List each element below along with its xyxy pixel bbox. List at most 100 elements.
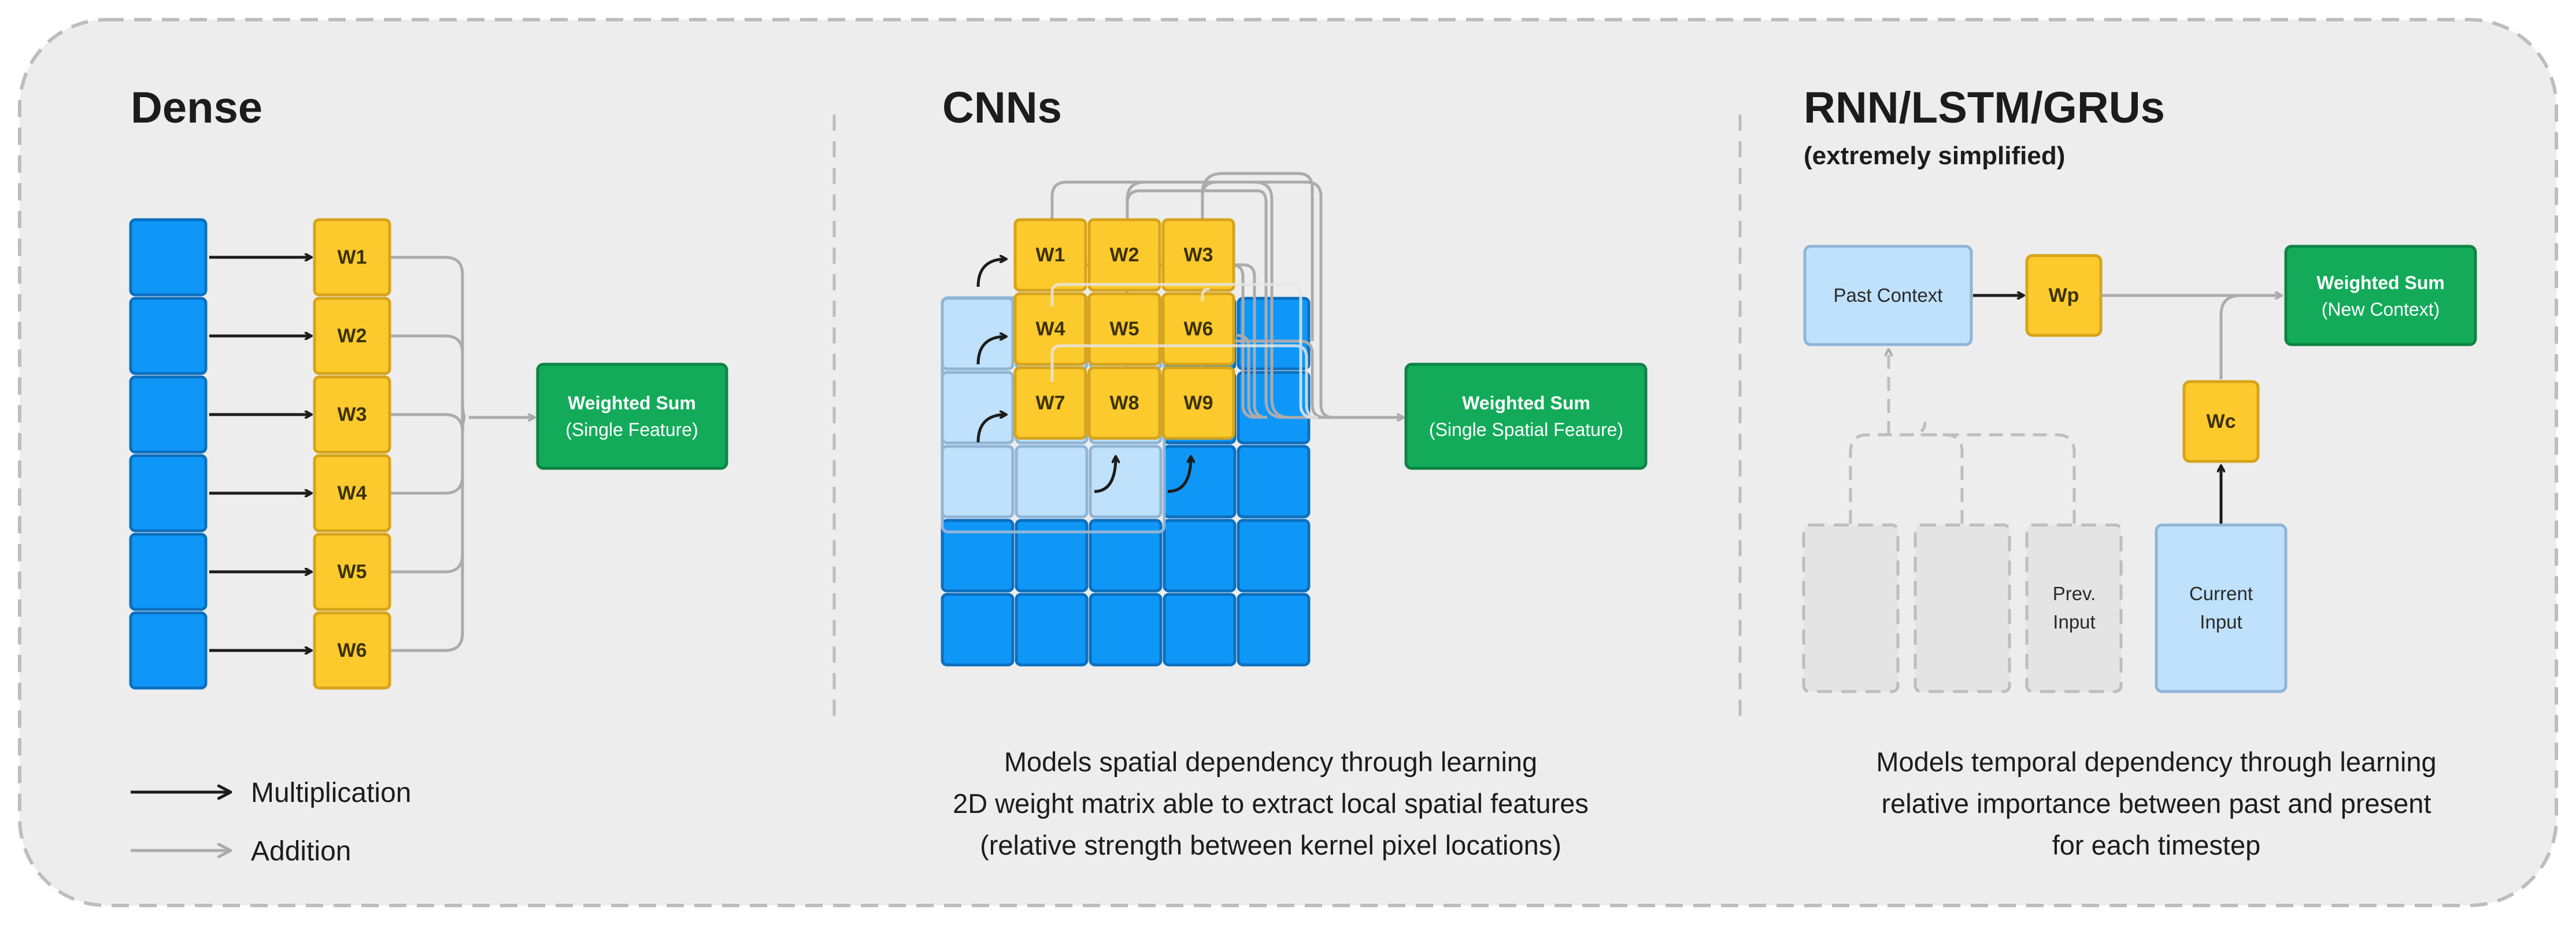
cnn-kernel-cell: W2	[1087, 218, 1161, 292]
rnn-prev-input-label-1: Prev.	[2053, 583, 2096, 604]
cnn-kernel-cell: W8	[1087, 366, 1161, 440]
cnn-caption-line-2: 2D weight matrix able to extract local s…	[953, 788, 1589, 819]
dense-weight-cell: W3	[313, 375, 391, 454]
cnn-kernel-cell: W7	[1013, 366, 1087, 440]
rnn-output-box: Weighted Sum (New Context)	[2284, 245, 2477, 346]
dense-output-box: Weighted Sum (Single Feature)	[536, 363, 728, 470]
cnn-caption: Models spatial dependency through learni…	[953, 746, 1589, 860]
cnn-kernel-cell: W5	[1087, 292, 1161, 366]
cnn-mult-arrow-5	[1167, 457, 1191, 493]
rnn-caption-line-3: for each timestep	[2052, 830, 2261, 860]
rnn-subtitle: (extremely simplified)	[1804, 142, 2065, 170]
cnn-kernel-cell: W6	[1161, 292, 1235, 366]
cnn-input-cell	[941, 593, 1015, 667]
cnn-input-cell	[1163, 445, 1237, 519]
rnn-wp-box: Wp	[2025, 254, 2103, 337]
dense-title: Dense	[131, 83, 262, 132]
cnn-overlay-line-3	[1201, 287, 1210, 301]
cnn-input-cell	[1163, 519, 1237, 593]
cnn-line-w3	[1201, 180, 1334, 419]
legend-multiplication-label: Multiplication	[251, 778, 411, 808]
cnn-kernel-label: W6	[1184, 318, 1213, 340]
dense-weight-label: W4	[338, 482, 367, 504]
dense-input-cell	[129, 533, 208, 611]
dense-input-cell	[129, 297, 208, 375]
cnn-input-cell	[1015, 519, 1089, 593]
cnn-overlay-lines	[1050, 283, 1319, 419]
dense-weight-cell: W4	[313, 454, 391, 533]
cnn-kernel-label: W1	[1036, 244, 1065, 266]
rnn-wc-to-output	[2219, 294, 2241, 379]
dense-addition-line	[391, 416, 466, 652]
cnn-kernel-label: W2	[1110, 244, 1139, 266]
cnn-kernel-cell: W3	[1161, 218, 1235, 292]
cnn-kernel-cell: W4	[1013, 292, 1087, 366]
cnn-kernel-label: W8	[1110, 392, 1139, 414]
rnn-output-title: Weighted Sum	[2316, 272, 2445, 293]
cnn-kernel-label: W9	[1184, 392, 1213, 414]
rnn-wp-label: Wp	[2049, 284, 2079, 306]
rnn-title: RNN/LSTM/GRUs	[1804, 83, 2165, 132]
cnn-line-w1	[1050, 180, 1399, 419]
cnn-overlay-line-2	[1050, 344, 1319, 419]
cnn-line-w2-top	[1126, 180, 1145, 220]
cnn-line-w9-right	[1237, 334, 1262, 419]
cnn-caption-line-3: (relative strength between kernel pixel …	[980, 830, 1561, 860]
legend: Multiplication Addition	[131, 778, 411, 867]
cnn-input-cell	[1163, 593, 1237, 667]
cnn-kernel-label: W5	[1110, 318, 1139, 340]
dense-output-title: Weighted Sum	[568, 393, 696, 413]
dense-weight-label: W3	[338, 404, 367, 426]
dense-weight-label: W1	[338, 246, 367, 268]
cnn-input-cell	[1089, 445, 1163, 519]
cnn-input-cell	[941, 519, 1015, 593]
cnn-output-title: Weighted Sum	[1462, 393, 1590, 413]
cnn-input-cell	[1237, 593, 1311, 667]
cnn-kernel-label: W4	[1036, 318, 1065, 340]
dense-weight-label: W6	[338, 639, 367, 661]
rnn-past-context-label: Past Context	[1834, 284, 1943, 306]
dense-multiplication-arrows	[209, 257, 311, 650]
rnn-caption: Models temporal dependency through learn…	[1876, 746, 2436, 860]
rnn-current-input-box: Current Input	[2155, 523, 2288, 693]
cnn-line-w3-top	[1201, 172, 1314, 341]
rnn-caption-line-2: relative importance between past and pre…	[1881, 788, 2431, 819]
rnn-past-input-1	[1802, 523, 1900, 693]
dense-input-cell	[129, 375, 208, 454]
rnn-past-connector-2	[1908, 433, 1964, 524]
dense-weight-cell: W6	[313, 611, 391, 690]
cnn-mult-arrow-1	[976, 259, 1006, 287]
rnn-past-connector-3	[1925, 433, 2076, 524]
cnn-input-cell	[941, 371, 1015, 445]
rnn-current-input-label-2: Input	[2200, 611, 2242, 633]
rnn-current-input-label-1: Current	[2189, 583, 2253, 604]
dense-weight-label: W5	[338, 561, 367, 583]
rnn-caption-line-1: Models temporal dependency through learn…	[1876, 746, 2436, 777]
cnn-kernel-cell: W9	[1161, 366, 1235, 440]
cnn-input-cell	[941, 445, 1015, 519]
rnn-past-input-2	[1914, 523, 2011, 693]
dense-weight-cell: W5	[313, 533, 391, 611]
dense-weight-label: W2	[338, 325, 367, 347]
cnn-mult-arrow-3	[976, 415, 1006, 443]
dense-input-column	[129, 218, 208, 690]
cnn-kernel-label: W7	[1036, 392, 1065, 414]
dense-input-cell	[129, 454, 208, 533]
cnn-kernel-label: W3	[1184, 244, 1213, 266]
rnn-addition-lines	[2102, 295, 2281, 379]
cnn-caption-line-1: Models spatial dependency through learni…	[1004, 746, 1537, 777]
cnn-title: CNNs	[942, 83, 1062, 132]
cnn-input-cell	[1089, 593, 1163, 667]
dense-input-cell	[129, 611, 208, 690]
dense-addition-lines	[391, 256, 534, 652]
cnn-input-cell	[1089, 519, 1163, 593]
cnn-input-cell	[1237, 445, 1311, 519]
rnn-wc-label: Wc	[2207, 411, 2236, 432]
cnn-input-cell	[1237, 519, 1311, 593]
dense-weight-cell: W1	[313, 218, 391, 297]
dense-weight-cell: W2	[313, 297, 391, 375]
rnn-past-context-box: Past Context	[1803, 245, 1973, 346]
